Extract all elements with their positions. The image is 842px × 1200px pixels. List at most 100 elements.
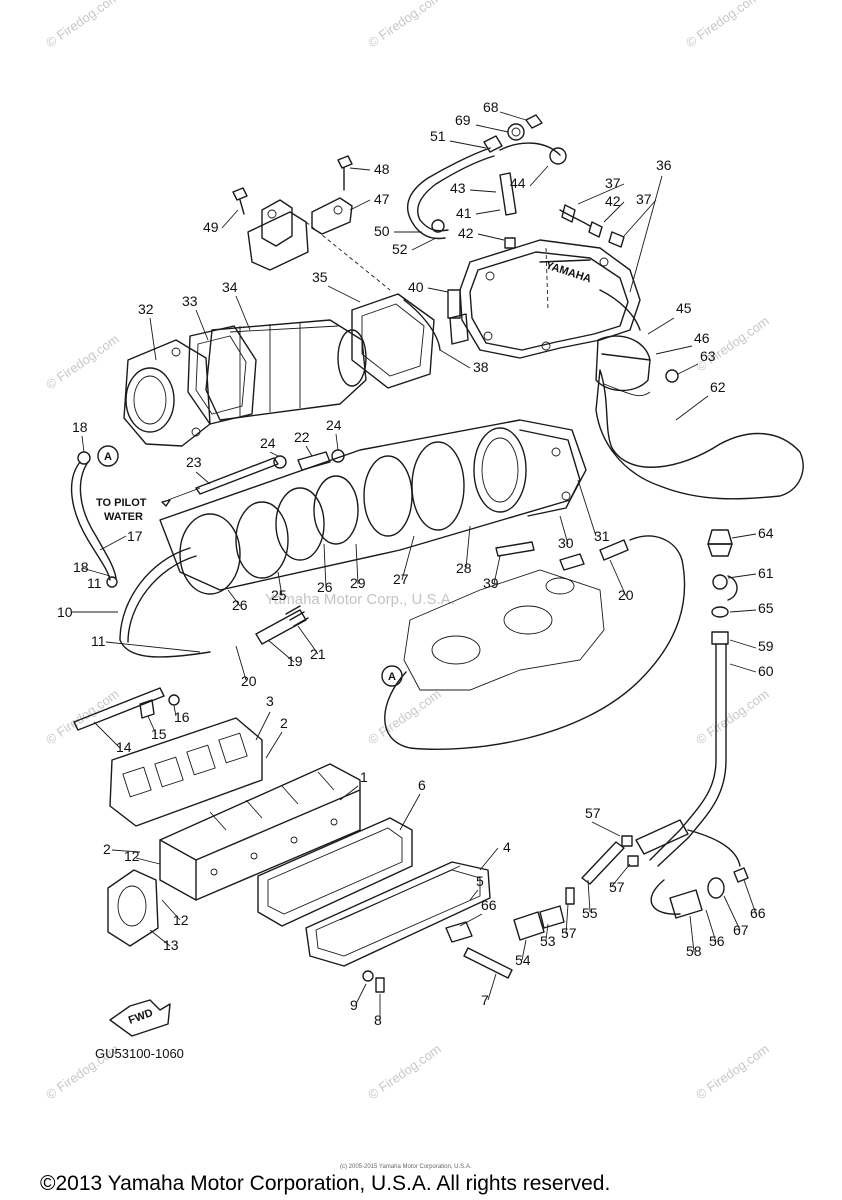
part-callout: 38: [473, 359, 489, 375]
pilot-water-label-line2: WATER: [104, 511, 143, 523]
engine-block-outline: [403, 569, 605, 691]
part-callout: 32: [138, 301, 154, 317]
part-callout: 11: [87, 575, 102, 591]
part-callout: 41: [456, 205, 472, 221]
part-callout: 44: [510, 175, 526, 191]
part-callout: 56: [709, 933, 725, 949]
part-callout: 51: [430, 128, 446, 144]
part-callout: 34: [222, 279, 238, 295]
watermark-text: © Firedog.com: [693, 1041, 772, 1102]
part-callout: 30: [558, 535, 574, 551]
part-callout: 66: [750, 905, 766, 921]
part-callout: 65: [758, 600, 774, 616]
hose-44: [499, 142, 625, 249]
part-callout: 7: [481, 992, 489, 1008]
part-callout: 37: [636, 191, 652, 207]
gasket-35: [351, 293, 441, 389]
upper-assembly: YAMAHA: [123, 114, 804, 500]
part-callout: 16: [174, 709, 190, 725]
part-callout: 24: [326, 417, 342, 433]
pilot-hose-17: A: [70, 445, 119, 588]
watermark-text: © Firedog.com: [683, 0, 762, 50]
part-callout: 6: [418, 777, 426, 793]
part-callout: 35: [312, 269, 328, 285]
part-callout: 43: [450, 180, 466, 196]
part-callout: 13: [163, 937, 179, 953]
part-callout: 53: [540, 933, 556, 949]
part-callout: 26: [232, 597, 248, 613]
part-callout: 19: [287, 653, 303, 669]
part-callout: 64: [758, 525, 774, 541]
part-callout: 24: [260, 435, 276, 451]
part-callout: 69: [455, 112, 471, 128]
part-callout: 60: [758, 663, 774, 679]
part-callout: 54: [515, 952, 531, 968]
marker-a-upper: A: [104, 451, 112, 463]
part-callout: 23: [186, 454, 202, 470]
part-callout: 37: [605, 175, 621, 191]
part-callout: 11: [91, 633, 106, 649]
part-callout: 12: [124, 848, 140, 864]
part-callout: 8: [374, 1012, 382, 1028]
marker-a-lower: A: [388, 671, 396, 683]
copyright-notice: ©2013 Yamaha Motor Corporation, U.S.A. A…: [40, 1172, 610, 1195]
mount-bracket: [232, 155, 353, 271]
part-callout: 33: [182, 293, 198, 309]
part-callout: 45: [676, 300, 692, 316]
part-callout: 15: [151, 726, 167, 742]
leader-lines: [72, 111, 757, 1020]
exhaust-manifold-1: [159, 763, 361, 901]
part-callout: 17: [127, 528, 143, 544]
part-callout: 22: [294, 429, 310, 445]
part-callout: 39: [483, 575, 499, 591]
part-callout: 50: [374, 223, 390, 239]
part-callout: 12: [173, 912, 189, 928]
part-callout: 57: [585, 805, 601, 821]
part-callout: 63: [700, 348, 716, 364]
part-callout: 48: [374, 161, 390, 177]
part-callout: 20: [241, 673, 257, 689]
part-callout: 58: [686, 943, 702, 959]
gasket-33: [187, 325, 257, 425]
part-callout: 36: [656, 157, 672, 173]
exhaust-manifold-32: [123, 339, 211, 447]
pilot-water-label-line1: TO PILOT: [96, 497, 147, 509]
lower-assembly: FWD: [73, 687, 749, 1037]
middle-assembly: A TO PILOT WATER: [70, 419, 738, 867]
part-callout: 46: [694, 330, 710, 346]
fwd-label: FWD: [127, 1007, 155, 1027]
watermark-text: © Firedog.com: [43, 0, 122, 50]
part-callout: 20: [618, 587, 634, 603]
bypass-hose-10: [119, 547, 211, 658]
fwd-arrow-icon: FWD: [109, 999, 171, 1037]
part-callout: 14: [116, 739, 132, 755]
watermark-text: © Firedog.com: [693, 686, 772, 747]
watermark-text: © Firedog.com: [365, 1041, 444, 1102]
part-callout: 55: [582, 905, 598, 921]
water-fitting-64: [649, 529, 738, 867]
part-callout: 10: [57, 604, 73, 620]
gasket-6: [257, 817, 413, 927]
watermark-text: © Firedog.com: [365, 686, 444, 747]
exhaust-pipe-34: [205, 319, 367, 421]
part-callout: 59: [758, 638, 774, 654]
part-callout: 21: [310, 646, 326, 662]
part-callout: 26: [317, 579, 333, 595]
part-callout: 40: [408, 279, 424, 295]
gasket-3: [109, 717, 263, 827]
yamaha-stamp: YAMAHA: [544, 259, 593, 285]
part-callout: 68: [483, 99, 499, 115]
part-callout: 67: [733, 922, 749, 938]
part-callout: 4: [503, 839, 511, 855]
part-callout: 31: [594, 528, 610, 544]
part-callout: 18: [73, 559, 89, 575]
footer-small-print: (c) 2005-2015 Yamaha Motor Corporation, …: [340, 1164, 472, 1170]
part-callout: 18: [72, 419, 88, 435]
part-callout: 28: [456, 560, 472, 576]
water-jacket-cover-4: [305, 861, 491, 967]
muffler-body: [159, 419, 587, 595]
part-callout: 29: [350, 575, 366, 591]
part-callout: 3: [266, 693, 274, 709]
